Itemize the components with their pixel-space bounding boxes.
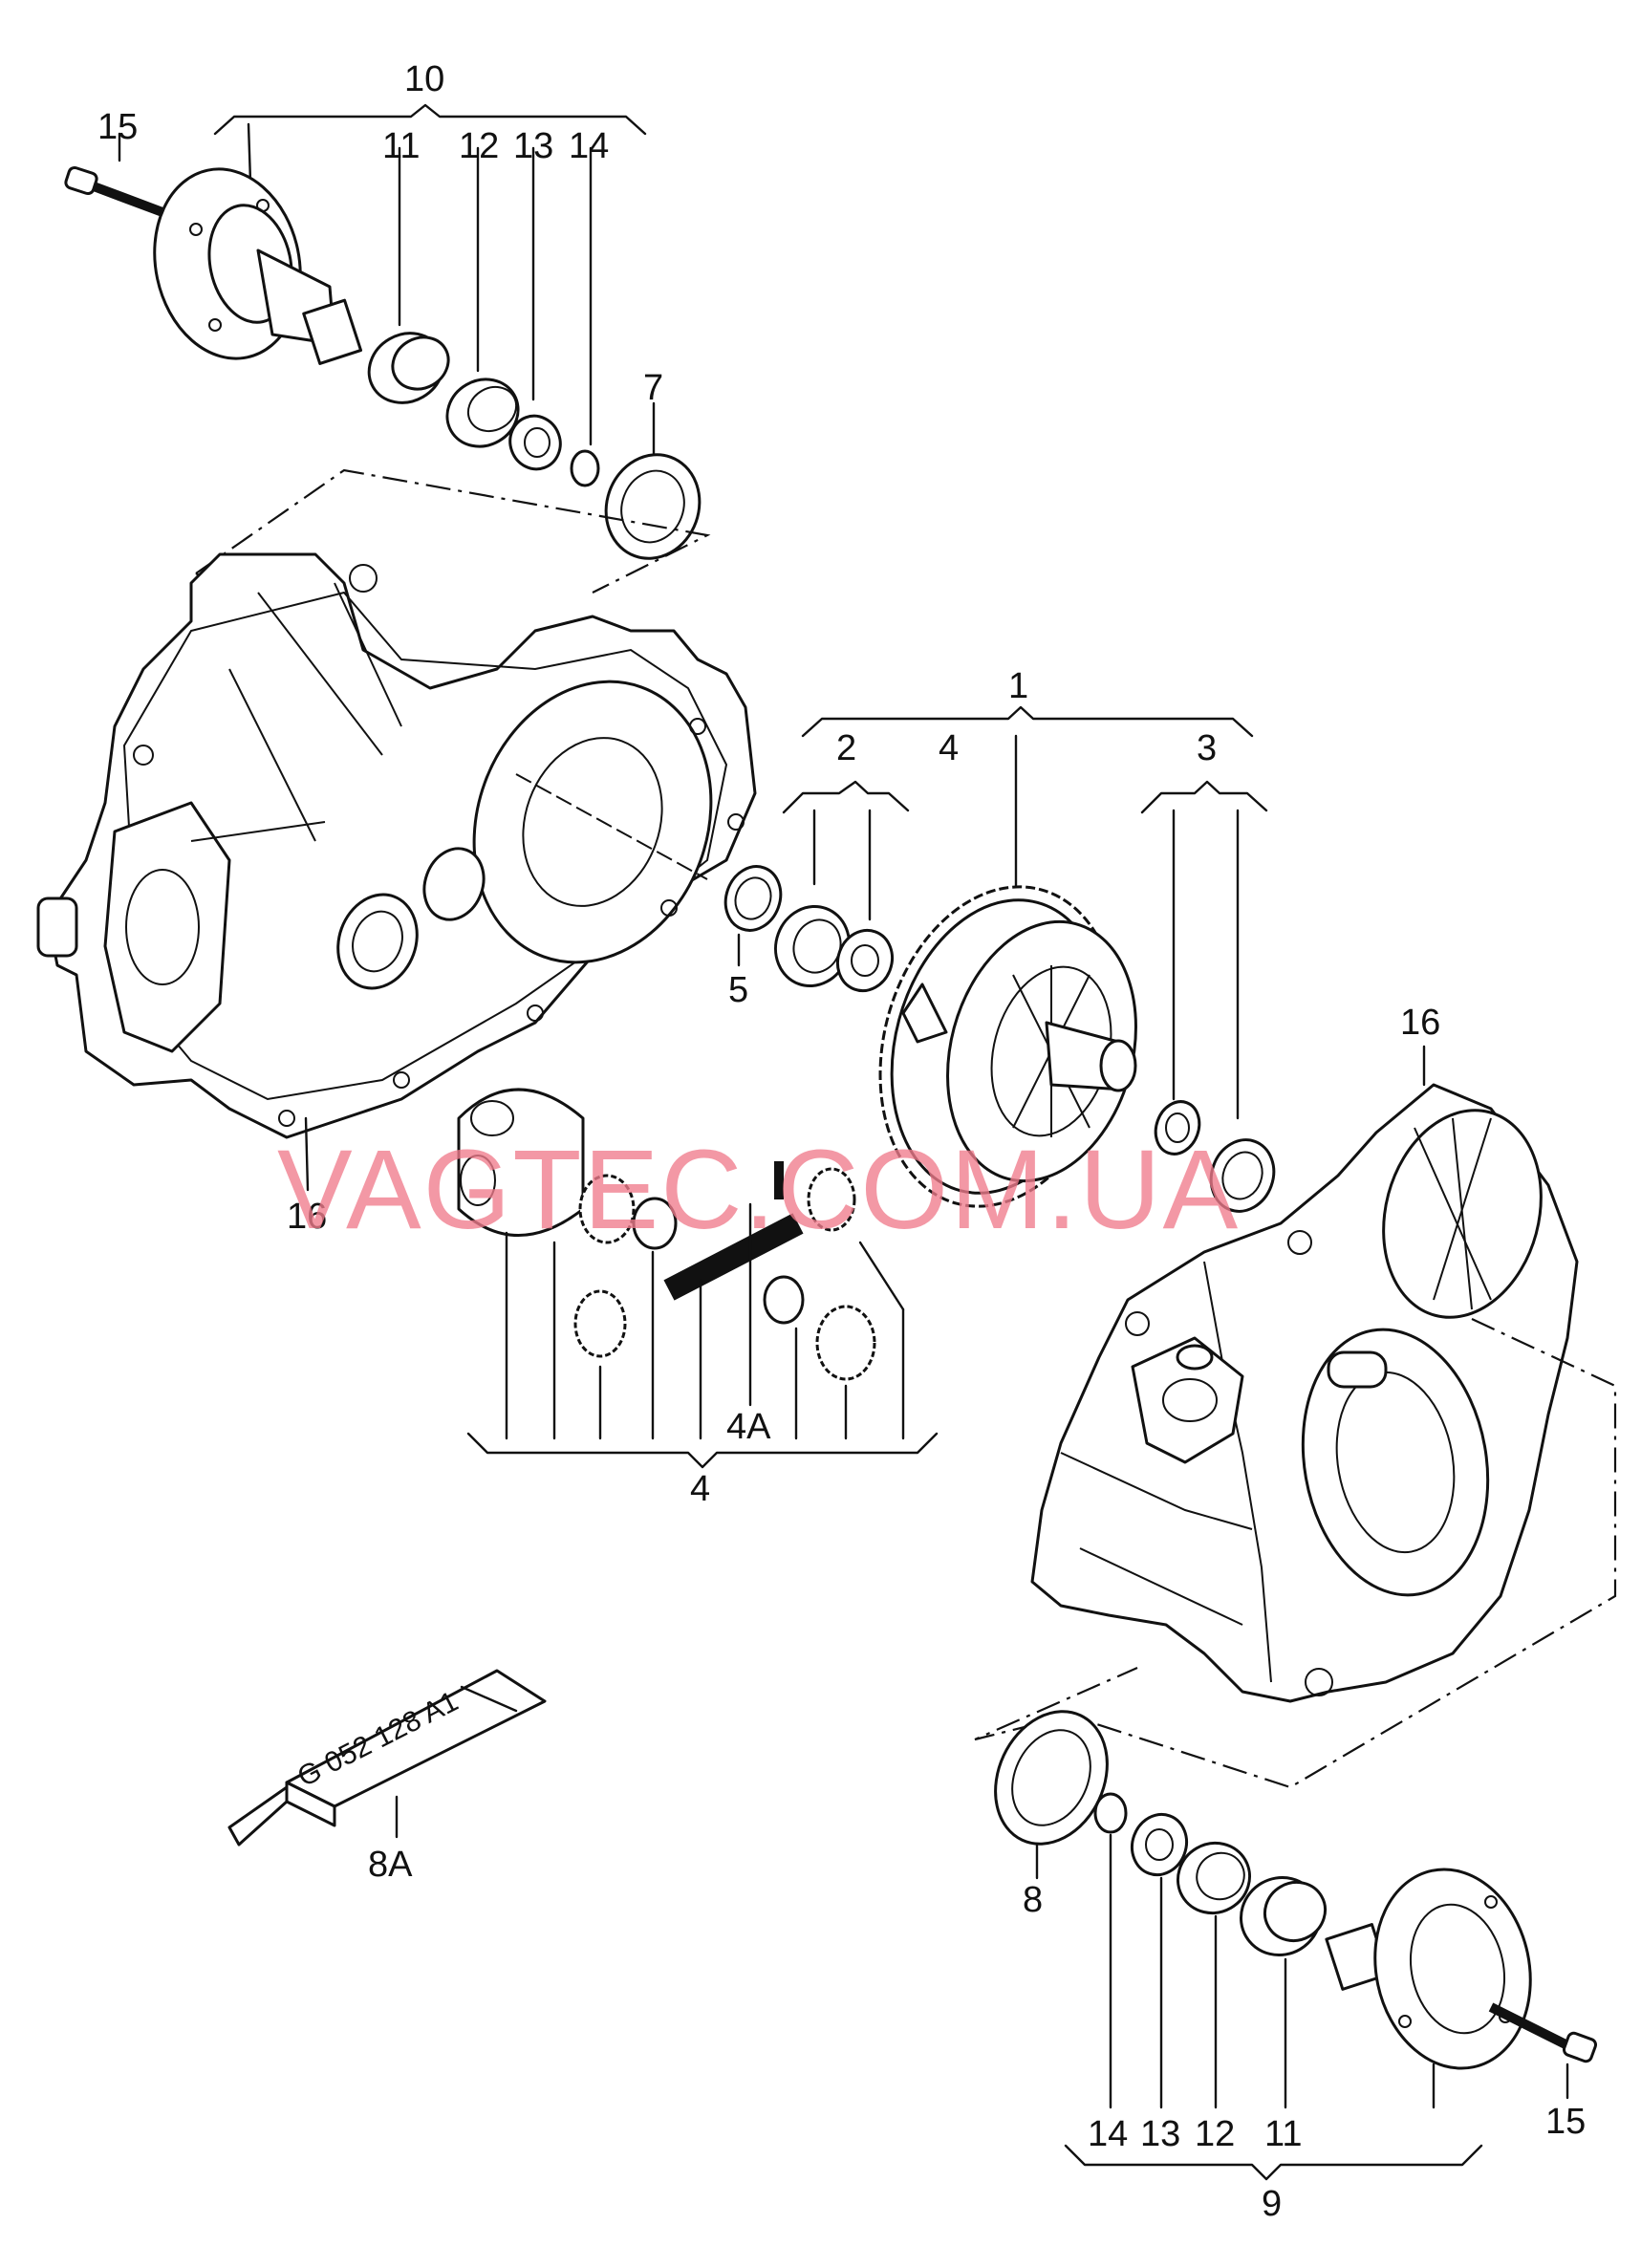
callout-9: 9 [1262,2184,1282,2224]
ring-11-top [367,146,450,404]
bracket-10 [213,103,647,136]
pinion-shaft [663,1213,804,1301]
nut-13-top [508,146,562,471]
callout-15-top: 15 [97,107,138,147]
callout-4-top: 4 [939,728,959,768]
side-gear-right [807,1167,856,1232]
oil-seal-8 [994,1710,1109,1880]
ring-11-bottom [1239,1875,1328,2109]
callout-13-top: 13 [513,126,553,166]
leader-10 [247,122,252,184]
gearbox-housing-right [974,1045,1617,1789]
pinion-gear-right [815,1305,876,1381]
callout-1: 1 [1008,666,1028,706]
callout-15-bottom: 15 [1545,2102,1586,2142]
callout-3: 3 [1197,728,1217,768]
callout-16-right: 16 [1400,1003,1440,1043]
bracket-4 [466,1432,939,1469]
gearbox-housing-left [36,552,757,1192]
sealant-tube-8a: G 052 128 A1 [227,1669,547,1847]
differential-assembly [723,705,1276,1213]
callout-10: 10 [404,59,444,99]
bracket-9 [1064,2144,1483,2181]
callout-12-bottom: 12 [1195,2114,1235,2154]
callout-4a: 4A [726,1407,771,1447]
ring-12-top [445,146,520,448]
callout-8a: 8A [368,1845,413,1885]
callout-12-top: 12 [459,126,499,166]
circlip-14-top [570,146,600,487]
dash-frame-top [195,468,711,594]
bracket-1 [801,705,1254,738]
leader-16-left [304,1116,310,1192]
ring-gear-1 [878,885,1137,1208]
bolt-15-top [64,132,164,217]
bracket-2 [782,780,910,814]
callout-labels: 10 15 11 12 13 14 7 1 2 4 3 5 16 16 4A 4… [97,59,1586,2224]
callout-11-bottom: 11 [1264,2114,1302,2154]
drive-flange-bottom [1325,1868,1532,2109]
shim-5 [723,865,783,932]
callout-14-top: 14 [569,126,609,166]
callout-7: 7 [643,368,663,408]
thrust-washer-left [632,1197,678,1250]
callout-4-bottom: 4 [690,1469,710,1509]
circlip-14-bottom [1093,1792,1128,2109]
flange-assembly-bottom [994,1710,1598,2181]
diff-gears-set-4 [457,1088,939,1469]
callout-5: 5 [728,970,748,1010]
callout-8: 8 [1023,1880,1043,1920]
callout-11-top: 11 [382,126,420,166]
bearing-3 [1154,1100,1276,1213]
oil-seal-7 [604,401,702,560]
callout-16-left: 16 [287,1197,327,1237]
nut-13-bottom [1131,1812,1188,2109]
bearing-2 [774,904,894,993]
drive-flange-top [153,167,363,365]
callout-14-bottom: 14 [1088,2114,1128,2154]
pinion-gear-left [573,1289,627,1358]
ring-12-bottom [1176,1841,1252,2109]
side-gear-left [578,1174,636,1244]
dash-frame-right [974,1318,1617,1789]
thrust-washer-right [763,1275,805,1325]
flange-assembly-top [64,103,711,594]
bolt-15-bottom [1488,2002,1598,2100]
callout-13-bottom: 13 [1140,2114,1180,2154]
watermark: VAGTEC.COM.UA [277,1127,1240,1253]
callout-2: 2 [836,728,856,768]
bracket-3 [1140,780,1268,814]
